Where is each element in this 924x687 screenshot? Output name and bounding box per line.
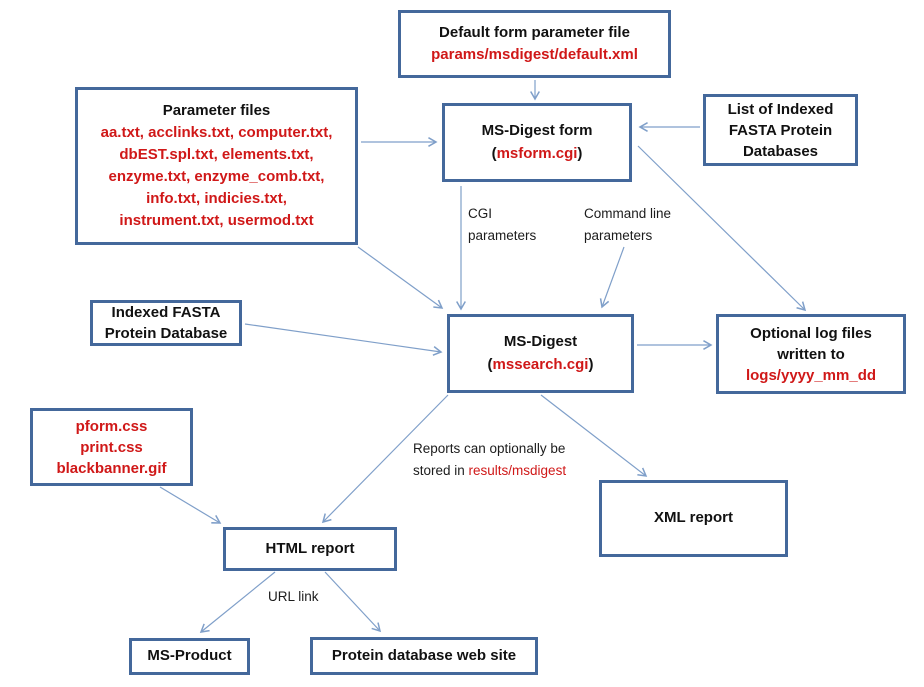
- parameter-files-line-2: dbEST.spl.txt, elements.txt,: [119, 145, 314, 163]
- parameter-files-line-3: enzyme.txt, enzyme_comb.txt,: [108, 168, 325, 185]
- msdigest-form-cgi: msform.cgi: [496, 144, 578, 162]
- default-form-param-file-path: params/msdigest/default.xml: [431, 46, 638, 63]
- reports-note-path: results/msdigest: [468, 462, 567, 478]
- msdigest-form-cgi-line: (msform.cgi): [492, 143, 583, 166]
- msproduct-box: MS-Product: [129, 638, 250, 675]
- cgi-parameters-line-1: CGI: [468, 206, 493, 221]
- arrow-paramfiles-to-msdigest: [357, 246, 444, 309]
- xml-report-title: XML report: [654, 509, 733, 527]
- assets-line-1: pform.css: [75, 417, 148, 435]
- arrow-htmlreport-to-msproduct: [199, 571, 276, 633]
- fasta-list-line-1: List of Indexed: [727, 100, 834, 118]
- default-form-param-file-box: Default form parameter file params/msdig…: [398, 10, 671, 78]
- log-files-path: logs/yyyy_mm_dd: [745, 366, 877, 384]
- parameter-files-line-4: info.txt, indicies.txt,: [146, 190, 287, 208]
- assets-box: pform.css print.css blackbanner.gif: [30, 408, 193, 486]
- arrow-cmdline-params-to-msdigest: [599, 246, 625, 309]
- url-link-text: URL link: [268, 589, 319, 604]
- close-paren: ): [588, 355, 594, 373]
- msdigest-form-box: MS-Digest form (msform.cgi): [442, 103, 632, 182]
- indexed-fasta-line-2: Protein Database: [104, 325, 228, 342]
- fasta-list-line-2: FASTA Protein: [728, 121, 833, 139]
- arrow-htmlreport-to-proteindb: [324, 571, 382, 633]
- open-paren: (: [491, 144, 497, 162]
- log-files-line-2: written to: [777, 345, 845, 363]
- parameter-files-line-5: instrument.txt, usermod.txt: [119, 212, 314, 230]
- protein-db-website-title: Protein database web site: [331, 646, 517, 664]
- reports-note-prefix: stored in: [413, 462, 469, 478]
- parameter-files-line-1: aa.txt, acclinks.txt, computer.txt,: [100, 123, 333, 141]
- arrow-assets-to-htmlreport: [159, 486, 222, 524]
- reports-note-line-2: stored in results/msdigest: [413, 460, 566, 482]
- protein-db-website-box: Protein database web site: [310, 637, 538, 675]
- command-line-line-1: Command line: [584, 206, 672, 221]
- msproduct-title: MS-Product: [147, 647, 232, 665]
- indexed-fasta-db-box: Indexed FASTA Protein Database: [90, 300, 242, 346]
- msdigest-form-title: MS-Digest form: [481, 122, 593, 139]
- arrow-indexedfasta-to-msdigest: [244, 323, 443, 356]
- close-paren: ): [577, 144, 583, 162]
- reports-storage-note: Reports can optionally be stored in resu…: [413, 438, 566, 481]
- html-report-title: HTML report: [265, 539, 355, 557]
- msdigest-title: MS-Digest: [503, 333, 578, 350]
- default-form-param-file-title: Default form parameter file: [439, 23, 630, 41]
- html-report-box: HTML report: [223, 527, 397, 571]
- fasta-list-line-3: Databases: [742, 142, 819, 160]
- log-files-line-1: Optional log files: [750, 324, 872, 342]
- url-link-label: URL link: [268, 586, 319, 608]
- command-line-parameters-label: Command line parameters: [584, 203, 671, 246]
- assets-line-3: blackbanner.gif: [56, 459, 167, 477]
- msdigest-box: MS-Digest (mssearch.cgi): [447, 314, 634, 393]
- command-line-line-2: parameters: [584, 227, 653, 243]
- parameter-files-box: Parameter files aa.txt, acclinks.txt, co…: [75, 87, 358, 245]
- assets-line-2: print.css: [80, 438, 143, 456]
- xml-report-box: XML report: [599, 480, 788, 557]
- msdigest-cgi-line: (mssearch.cgi): [488, 354, 594, 377]
- msdigest-cgi: mssearch.cgi: [492, 355, 589, 373]
- log-files-box: Optional log files written to logs/yyyy_…: [716, 314, 906, 394]
- indexed-fasta-line-1: Indexed FASTA: [111, 304, 221, 321]
- reports-note-line-1: Reports can optionally be: [413, 441, 566, 456]
- fasta-databases-list-box: List of Indexed FASTA Protein Databases: [703, 94, 858, 166]
- cgi-parameters-label: CGI parameters: [468, 203, 536, 246]
- open-paren: (: [487, 355, 493, 373]
- cgi-parameters-line-2: parameters: [468, 227, 537, 243]
- parameter-files-title: Parameter files: [162, 101, 271, 119]
